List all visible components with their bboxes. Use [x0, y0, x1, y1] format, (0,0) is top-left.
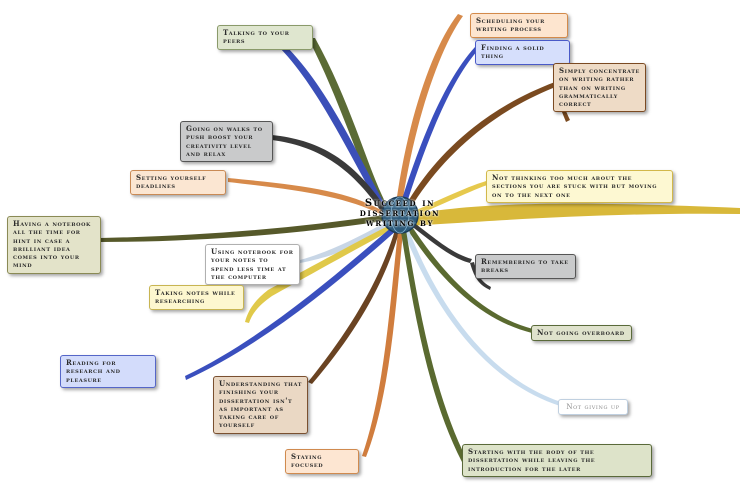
node-scheduling[interactable]: Scheduling your writing process	[470, 13, 568, 38]
node-setting-deadlines[interactable]: Setting yourself deadlines	[130, 170, 226, 195]
branch-staying-focused	[362, 232, 403, 457]
central-topic-line3: writing by	[365, 218, 435, 229]
node-label: Remembering to take breaks	[481, 257, 569, 275]
node-having-notebook[interactable]: Having a notebook all the time for hint …	[7, 216, 101, 274]
branch-scheduling	[395, 14, 463, 212]
node-taking-notes[interactable]: Taking notes while researching	[149, 285, 244, 310]
node-label: Staying focused	[291, 452, 324, 470]
node-label: Understanding that finishing your disser…	[219, 379, 303, 430]
node-understanding[interactable]: Understanding that finishing your disser…	[213, 376, 308, 434]
node-label: Finding a solid thing	[481, 43, 545, 61]
branch-talking	[308, 38, 392, 214]
node-label: Setting yourself deadlines	[136, 173, 207, 191]
node-label: Going on walks to push boost your creati…	[186, 124, 263, 158]
node-label: Starting with the body of the dissertati…	[468, 447, 596, 473]
node-finding-solid-thing[interactable]: Finding a solid thing	[475, 40, 570, 65]
node-not-going-overboard[interactable]: Not going overboard	[531, 325, 632, 342]
branch-taking-notes	[245, 224, 395, 323]
branch-using-notebook	[300, 220, 392, 263]
node-label: Taking notes while researching	[155, 288, 236, 306]
node-reading[interactable]: Reading for research and pleasure	[60, 355, 156, 388]
branch-notebook	[100, 214, 390, 242]
branch-remembering	[406, 218, 472, 263]
node-not-giving-up[interactable]: Not giving up	[558, 399, 628, 416]
node-label: Having a notebook all the time for hint …	[13, 219, 91, 270]
node-label: Not thinking too much about the sections…	[492, 173, 658, 199]
node-label: Reading for research and pleasure	[66, 358, 121, 384]
node-remembering-breaks[interactable]: Remembering to take breaks	[475, 254, 576, 279]
node-label: Not giving up	[566, 403, 620, 411]
node-going-on-walks[interactable]: Going on walks to push boost your creati…	[180, 121, 273, 162]
branch-talking-blue	[280, 45, 390, 214]
node-label: Not going overboard	[537, 328, 625, 337]
node-talking-to-peers[interactable]: Talking to your peers	[217, 25, 313, 50]
branch-finding	[398, 47, 478, 212]
branch-starting	[401, 230, 467, 462]
node-label: Simply concentrate on writing rather tha…	[559, 66, 640, 108]
branch-not-thinking	[405, 180, 490, 219]
branch-setting	[228, 178, 388, 216]
node-using-notebook[interactable]: Using notebook for your notes to spend l…	[205, 244, 300, 285]
central-topic-line2: dissertation	[359, 208, 441, 219]
node-starting-body[interactable]: Starting with the body of the dissertati…	[462, 444, 652, 477]
branch-yellow-wide	[405, 203, 740, 226]
node-label: Using notebook for your notes to spend l…	[211, 247, 294, 281]
node-staying-focused[interactable]: Staying focused	[285, 449, 359, 474]
central-topic-line1: Succeed in	[364, 198, 436, 209]
node-simply-concentrate[interactable]: Simply concentrate on writing rather tha…	[553, 63, 646, 113]
branch-reading	[185, 226, 397, 380]
central-topic[interactable]: Succeed in dissertation writing by	[330, 199, 470, 229]
node-label: Talking to your peers	[223, 28, 290, 46]
node-not-thinking[interactable]: Not thinking too much about the sections…	[486, 170, 673, 203]
node-label: Scheduling your writing process	[476, 16, 545, 34]
